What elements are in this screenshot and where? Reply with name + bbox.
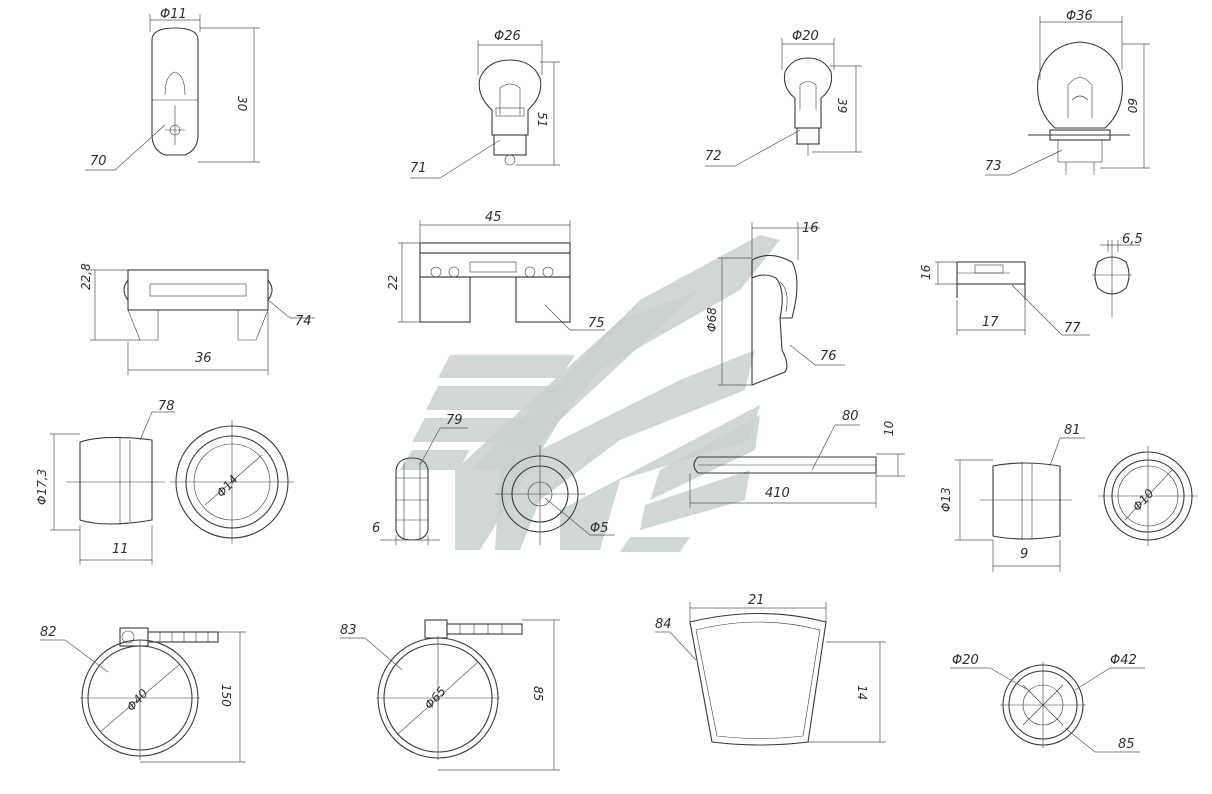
part-label-84: 84	[655, 617, 672, 632]
part-label-80: 80	[842, 409, 859, 424]
dim-75-height: 22	[386, 275, 400, 290]
part-77-connector	[935, 240, 1140, 336]
dim-77-height: 16	[919, 264, 933, 280]
dim-72-diameter: Φ20	[792, 29, 819, 44]
dim-79-diameter: Φ5	[590, 521, 609, 536]
part-label-74: 74	[295, 314, 312, 329]
dim-72-height: 39	[835, 98, 849, 113]
dim-75-width: 45	[485, 210, 502, 225]
dim-73-height: 60	[1125, 98, 1139, 114]
dim-78-inner: Φ14	[214, 472, 241, 500]
dim-79-width: 6	[372, 521, 380, 536]
part-label-81: 81	[1064, 423, 1081, 438]
part-label-76: 76	[820, 349, 837, 364]
part-label-73: 73	[985, 159, 1002, 174]
dim-78-width: 11	[112, 542, 129, 557]
dim-85-outer: Φ42	[1110, 653, 1137, 668]
dim-74-height: 22,8	[79, 263, 93, 290]
dim-76-diameter: Φ68	[705, 307, 719, 332]
part-73-headlamp-bulb	[985, 16, 1150, 176]
part-label-75: 75	[588, 316, 605, 331]
dim-71-height: 51	[535, 112, 549, 127]
dim-71-diameter: Φ26	[494, 29, 521, 44]
part-70-small-lamp	[85, 14, 260, 171]
dim-70-height: 30	[235, 96, 249, 112]
dim-77-pin: 6,5	[1122, 232, 1143, 247]
part-78-cap	[50, 411, 294, 565]
part-71-bulb	[410, 40, 560, 179]
dim-84-height: 14	[855, 685, 869, 700]
dim-76-width: 16	[802, 221, 819, 236]
dim-83-height: 85	[531, 686, 545, 701]
dim-85-inner: Φ20	[952, 653, 979, 668]
part-label-78: 78	[158, 399, 175, 414]
dim-77-width: 17	[982, 315, 999, 330]
part-79-grommet	[380, 427, 615, 545]
part-81-small-cap	[955, 437, 1198, 572]
part-label-77: 77	[1064, 321, 1081, 336]
watermark-logo	[400, 235, 780, 552]
part-80-tube	[689, 424, 905, 508]
dim-81-diameter: Φ13	[939, 487, 953, 512]
dim-78-diameter: Φ17,3	[35, 469, 49, 505]
dim-82-diameter: Φ40	[124, 686, 151, 714]
part-label-83: 83	[340, 623, 357, 638]
part-76-seal-profile	[718, 222, 845, 386]
part-label-79: 79	[446, 413, 463, 428]
part-label-70: 70	[90, 154, 107, 169]
part-label-72: 72	[705, 149, 722, 164]
part-85-washer	[950, 662, 1145, 753]
part-83-hose-clamp	[340, 619, 560, 771]
dim-70-diameter: Φ11	[160, 7, 187, 22]
part-75-fuse-block	[398, 220, 605, 331]
dim-73-diameter: Φ36	[1066, 9, 1093, 24]
dim-80-width: 410	[765, 486, 790, 501]
part-label-71: 71	[410, 161, 427, 176]
part-82-hose-clamp	[40, 627, 246, 763]
part-label-85: 85	[1118, 737, 1135, 752]
dim-82-height: 150	[219, 684, 233, 707]
dim-81-width: 9	[1020, 547, 1028, 562]
dim-74-width: 36	[195, 351, 212, 366]
dim-84-width: 21	[748, 593, 765, 608]
dim-80-height: 10	[882, 420, 896, 436]
part-label-82: 82	[40, 625, 57, 640]
part-74-fuse	[90, 269, 315, 375]
part-72-small-bulb	[705, 38, 862, 167]
part-84-rubber-pad	[655, 602, 886, 746]
